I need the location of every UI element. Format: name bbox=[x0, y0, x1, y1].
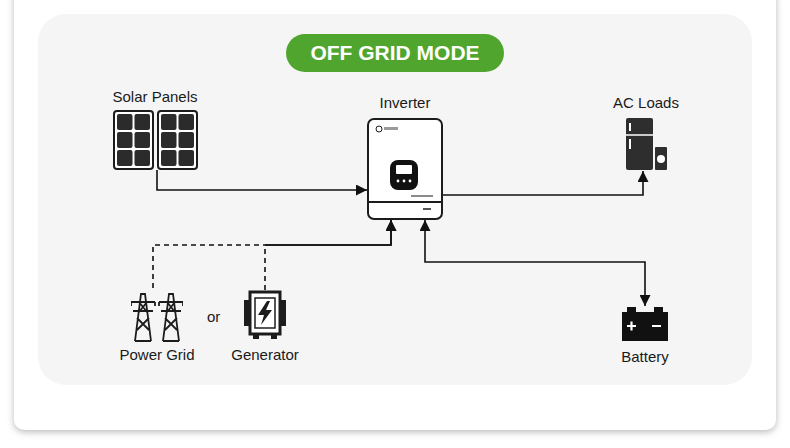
node-label: Inverter bbox=[367, 94, 443, 112]
node-label: Battery bbox=[619, 348, 671, 366]
battery-node: Battery bbox=[619, 306, 671, 366]
flow-arrow bbox=[425, 220, 645, 306]
flow-arrow bbox=[153, 220, 391, 288]
flow-arrow bbox=[157, 170, 367, 190]
title-pill: OFF GRID MODE bbox=[286, 34, 503, 72]
battery-icon bbox=[621, 306, 669, 342]
generator-icon bbox=[243, 290, 287, 340]
power-grid-icon bbox=[131, 288, 183, 342]
solar-panels-node: Solar Panels bbox=[110, 88, 200, 170]
node-label: Generator bbox=[229, 346, 301, 364]
node-label: AC Loads bbox=[611, 94, 681, 112]
node-label: Solar Panels bbox=[110, 88, 200, 106]
ac-loads-node: AC Loads bbox=[611, 94, 681, 171]
flow-arrow bbox=[443, 171, 643, 195]
separator-word: or bbox=[207, 308, 220, 326]
solar-panels-icon bbox=[113, 110, 198, 170]
inverter-node: Inverter bbox=[367, 94, 443, 220]
power-grid-node: Power Grid bbox=[117, 288, 197, 364]
generator-node: Generator bbox=[229, 290, 301, 364]
flow-arrow bbox=[265, 220, 391, 290]
inverter-icon bbox=[367, 118, 443, 220]
node-label: Power Grid bbox=[117, 346, 197, 364]
ac-loads-icon bbox=[625, 117, 668, 171]
